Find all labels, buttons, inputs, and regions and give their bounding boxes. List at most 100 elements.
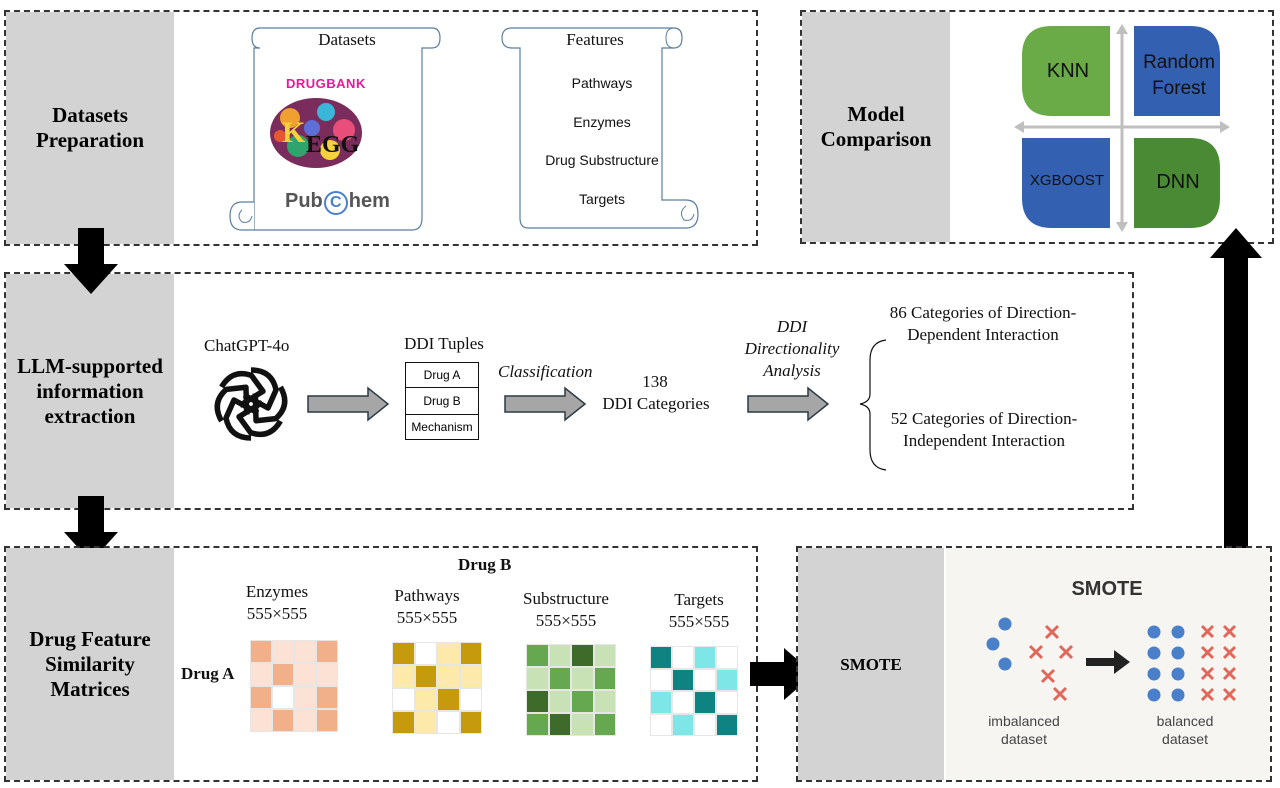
matrix-cell — [716, 691, 738, 714]
matrix-cell — [437, 688, 460, 711]
matrix-enzymes-size: 555×555 — [246, 604, 308, 623]
svg-text:K: K — [282, 116, 306, 149]
matrix-cell — [392, 711, 415, 734]
matrix-targets-size: 555×555 — [668, 612, 730, 631]
matrix-cell — [526, 690, 549, 713]
matrix-cell — [672, 713, 694, 736]
arrow-prep-to-llm — [64, 228, 118, 294]
matrix-cell — [316, 686, 338, 709]
ddi-categories-label: DDI Categories — [602, 394, 710, 413]
dnn-quadrant — [1134, 138, 1220, 228]
matrix-cell — [272, 709, 294, 732]
matrix-cell — [414, 642, 437, 665]
matrix-cell — [316, 709, 338, 732]
drug-a-label: Drug A — [181, 664, 235, 683]
dnn-label: DNN — [1156, 171, 1200, 193]
matrix-cell — [716, 646, 738, 669]
xgboost-label: XGBOOST — [1029, 172, 1105, 189]
smote-panel — [796, 546, 1272, 782]
drugbank-logo: DRUGBANK — [286, 76, 366, 91]
ddi-tuples-table: Drug A Drug B Mechanism — [405, 362, 479, 440]
matrix-cell — [571, 667, 594, 690]
matrix-cell — [250, 686, 272, 709]
pubchem-logo-part2: C — [323, 191, 348, 215]
matrix-cell — [437, 711, 460, 734]
matrix-cell — [694, 691, 716, 714]
matrix-cell — [392, 688, 415, 711]
matrix-cell — [459, 665, 482, 688]
matrix-substructure-name: Substructure — [523, 589, 609, 608]
matrix-pathways-size: 555×555 — [396, 608, 458, 627]
balanced-dots — [1147, 625, 1185, 702]
matrix-pathways-name: Pathways — [394, 586, 460, 605]
arrow-up-to-model — [1210, 228, 1262, 564]
matrix-cell — [548, 667, 571, 690]
matrix-cell — [548, 644, 571, 667]
classification-label: Classification — [498, 362, 593, 381]
matrix-targets-name: Targets — [674, 590, 724, 609]
drugbank-logo-text: DRUGBANK — [286, 76, 366, 91]
features-title: Features — [566, 30, 624, 49]
matrix-cell — [272, 663, 294, 686]
matrix-cell — [526, 713, 549, 736]
matrix-cell — [650, 691, 672, 714]
feature-drug-substructure: Drug Substructure — [545, 152, 659, 168]
direction-independent-label: 52 Categories of Direction-Independent I… — [890, 409, 1078, 450]
feature-enzymes: Enzymes — [573, 114, 631, 130]
kegg-logo: K EGG — [270, 98, 362, 168]
matrix-cell — [459, 688, 482, 711]
imbalanced-dataset-label: imbalanced dataset — [988, 713, 1060, 747]
matrix-cell — [716, 668, 738, 691]
matrix-cell — [548, 690, 571, 713]
matrix-cell — [694, 668, 716, 691]
matrix-cell — [272, 686, 294, 709]
arrow-chatgpt-to-tuples — [307, 386, 390, 422]
matrix-cell — [316, 640, 338, 663]
arrow-llm-to-similarity — [64, 496, 118, 562]
matrix-pathways — [392, 642, 482, 734]
random-forest-quadrant — [1134, 26, 1220, 116]
matrix-cell — [414, 688, 437, 711]
matrix-cell — [571, 713, 594, 736]
chatgpt-label: ChatGPT-4o — [204, 336, 290, 355]
matrix-cell — [694, 713, 716, 736]
matrix-cell — [250, 709, 272, 732]
arrow-tuples-to-categories — [504, 386, 587, 422]
matrix-cell — [392, 642, 415, 665]
smote-title: SMOTE — [1071, 578, 1143, 600]
similarity-label: Drug Feature Similarity Matrices — [6, 548, 174, 780]
matrix-cell — [294, 663, 316, 686]
tuple-row-drug-b: Drug B — [406, 388, 478, 415]
matrix-cell — [672, 668, 694, 691]
directionality-label: DDI Directionality Analysis — [744, 317, 840, 380]
matrix-cell — [650, 668, 672, 691]
imbalanced-dots — [986, 617, 1012, 671]
pubchem-logo-part3: hem — [348, 190, 390, 212]
matrix-cell — [593, 644, 616, 667]
matrix-enzymes — [250, 640, 338, 732]
matrix-cell — [571, 644, 594, 667]
tuple-row-mechanism: Mechanism — [411, 420, 473, 434]
matrix-cell — [526, 667, 549, 690]
pubchem-logo-part1: Pub — [285, 190, 323, 212]
matrix-cell — [316, 663, 338, 686]
arrow-categories-to-direction — [747, 386, 830, 422]
features-scroll — [501, 27, 699, 229]
matrix-cell — [272, 640, 294, 663]
matrix-cell — [548, 713, 571, 736]
feature-pathways: Pathways — [571, 75, 633, 91]
matrix-substructure-size: 555×555 — [535, 611, 597, 630]
matrix-cell — [437, 642, 460, 665]
matrix-cell — [526, 644, 549, 667]
matrix-cell — [593, 713, 616, 736]
xgboost-quadrant — [1022, 138, 1110, 228]
random-forest-label: Random Forest — [1143, 52, 1215, 99]
llm-extraction-panel — [4, 272, 1134, 510]
drug-b-label: Drug B — [458, 555, 512, 574]
matrix-cell — [459, 642, 482, 665]
matrix-cell — [437, 665, 460, 688]
matrix-cell — [392, 665, 415, 688]
svg-text:EGG: EGG — [306, 132, 360, 158]
matrix-cell — [716, 713, 738, 736]
